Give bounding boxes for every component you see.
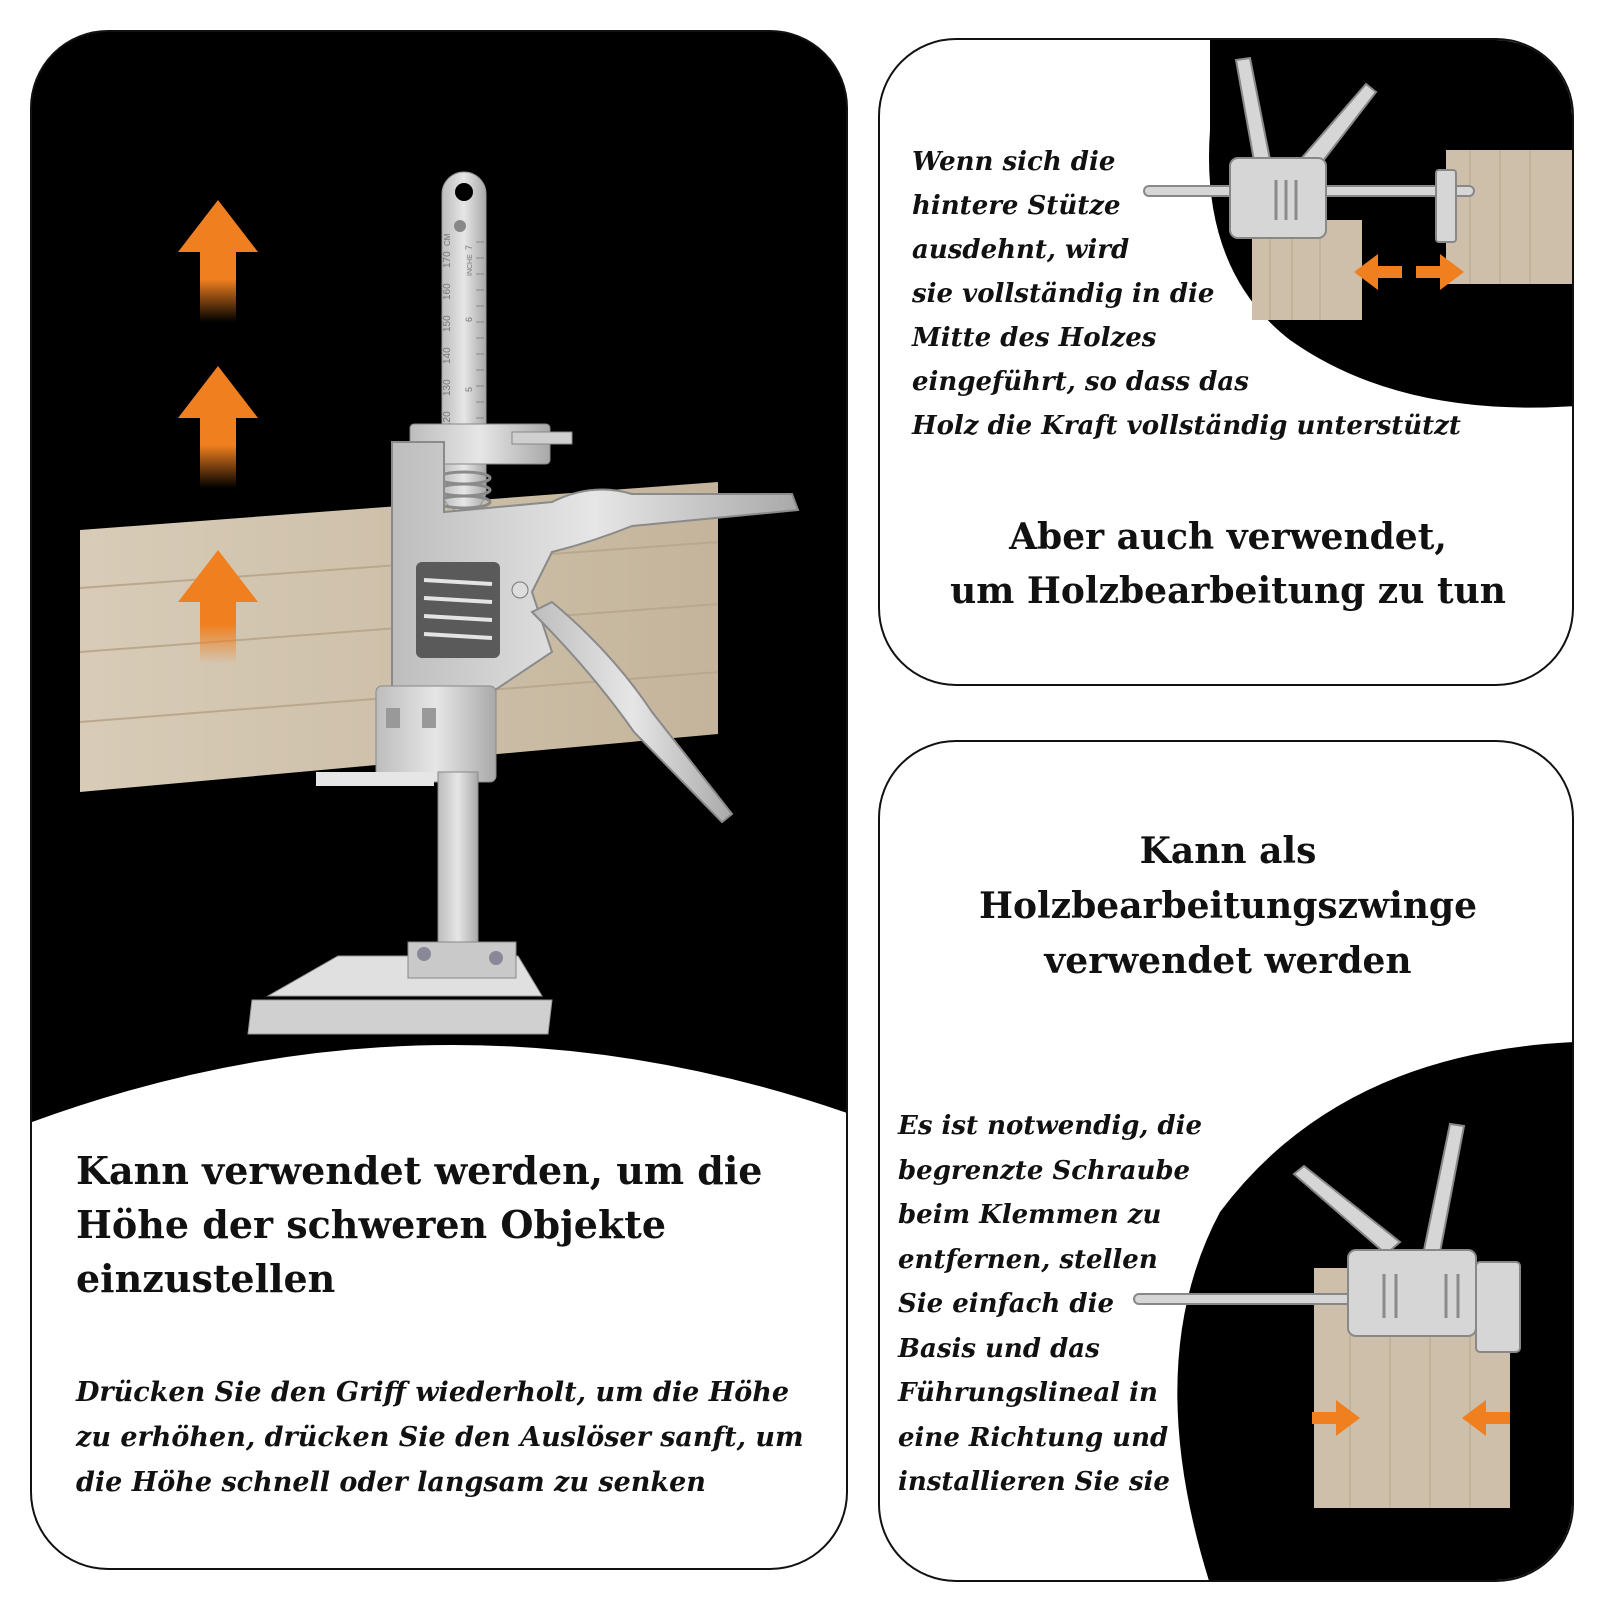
- up-arrow-icon: [178, 550, 258, 664]
- ruler-label: 150: [442, 315, 453, 332]
- right-arrow-icon: [1416, 254, 1464, 290]
- ruler-label: 170: [442, 251, 453, 268]
- description-line: begrenzte Schraube: [898, 1155, 1191, 1186]
- lifting-tool: [247, 423, 800, 1035]
- description-line: Mitte des Holzes: [912, 323, 1157, 353]
- clamp-illustration: [1143, 40, 1572, 408]
- ruler-label: 120: [442, 411, 453, 428]
- description-line: Wenn sich die: [912, 147, 1116, 177]
- description-line: Holz die Kraft vollständig unterstützt: [912, 411, 1461, 441]
- title-line: verwendet werden: [1044, 940, 1412, 982]
- description-line: Basis und das: [898, 1333, 1100, 1364]
- title-line: Aber auch verwendet,: [1009, 516, 1447, 558]
- ruler-unit: CM: [443, 233, 452, 246]
- title-line: Kann verwendet werden, um die: [76, 1148, 763, 1193]
- left-panel: 170 160 150 140 130 120 CM INCHE 7 6 5: [30, 30, 848, 1570]
- title-line: Höhe der schweren Objekte: [76, 1202, 667, 1247]
- lifting-tool: [1143, 56, 1475, 243]
- up-arrow-icon: [178, 366, 258, 488]
- title-line: Kann als: [1139, 830, 1317, 872]
- clamp-illustration: [1133, 1042, 1572, 1580]
- lifting-tool-illustration: 170 160 150 140 130 120 CM INCHE 7 6 5: [32, 171, 846, 1568]
- top-right-description: Wenn sich die hintere Stütze ausdehnt, w…: [912, 140, 1522, 448]
- ruler-unit-inch: INCHE: [467, 254, 474, 276]
- left-arrow-icon: [1354, 254, 1402, 290]
- left-panel-title: Kann verwendet werden, um die Höhe der s…: [76, 1144, 816, 1306]
- right-arrow-icon: [1312, 1400, 1360, 1436]
- lifting-tool: [1133, 1122, 1521, 1353]
- title-line: Holzbearbeitungszwinge: [978, 885, 1478, 927]
- title-line: einzustellen: [76, 1256, 336, 1301]
- bottom-right-panel: Kann als Holzbearbeitungszwinge verwende…: [878, 740, 1574, 1582]
- description-line: beim Klemmen zu: [898, 1200, 1162, 1230]
- description-line: zu erhöhen, drücken Sie den Auslöser san…: [76, 1422, 804, 1453]
- description-line: entfernen, stellen: [898, 1244, 1158, 1275]
- ruler-inch-label: 6: [464, 317, 474, 322]
- description-line: die Höhe schnell oder langsam zu senken: [76, 1467, 706, 1498]
- description-line: installieren Sie sie: [898, 1467, 1170, 1497]
- description-line: eine Richtung und: [898, 1422, 1169, 1453]
- description-line: eingeführt, so dass das: [912, 367, 1249, 397]
- description-line: Sie einfach die: [898, 1289, 1114, 1319]
- ruler-inch-label: 5: [464, 387, 474, 392]
- description-line: ausdehnt, wird: [912, 235, 1130, 265]
- description-line: Führungslineal in: [898, 1378, 1158, 1408]
- description-line: hintere Stütze: [912, 191, 1121, 221]
- description-line: sie vollständig in die: [912, 279, 1215, 309]
- top-right-panel: Wenn sich die hintere Stütze ausdehnt, w…: [878, 38, 1574, 686]
- title-line: um Holzbearbeitung zu tun: [950, 570, 1506, 612]
- ruler-inch-label: 7: [464, 245, 474, 250]
- bottom-right-description: Es ist notwendig, die begrenzte Schraube…: [898, 1104, 1228, 1505]
- left-panel-description: Drücken Sie den Griff wiederholt, um die…: [76, 1370, 816, 1505]
- top-right-title: Aber auch verwendet, um Holzbearbeitung …: [900, 510, 1556, 618]
- ruler-label: 140: [442, 347, 453, 364]
- left-arrow-icon: [1462, 1400, 1510, 1436]
- description-line: Es ist notwendig, die: [898, 1111, 1203, 1141]
- text-background: [32, 1045, 846, 1568]
- ruler-label: 160: [442, 283, 453, 300]
- up-arrow-icon: [178, 200, 258, 322]
- bottom-right-title: Kann als Holzbearbeitungszwinge verwende…: [900, 824, 1556, 989]
- description-line: Drücken Sie den Griff wiederholt, um die…: [76, 1377, 790, 1408]
- ruler-label: 130: [442, 379, 453, 396]
